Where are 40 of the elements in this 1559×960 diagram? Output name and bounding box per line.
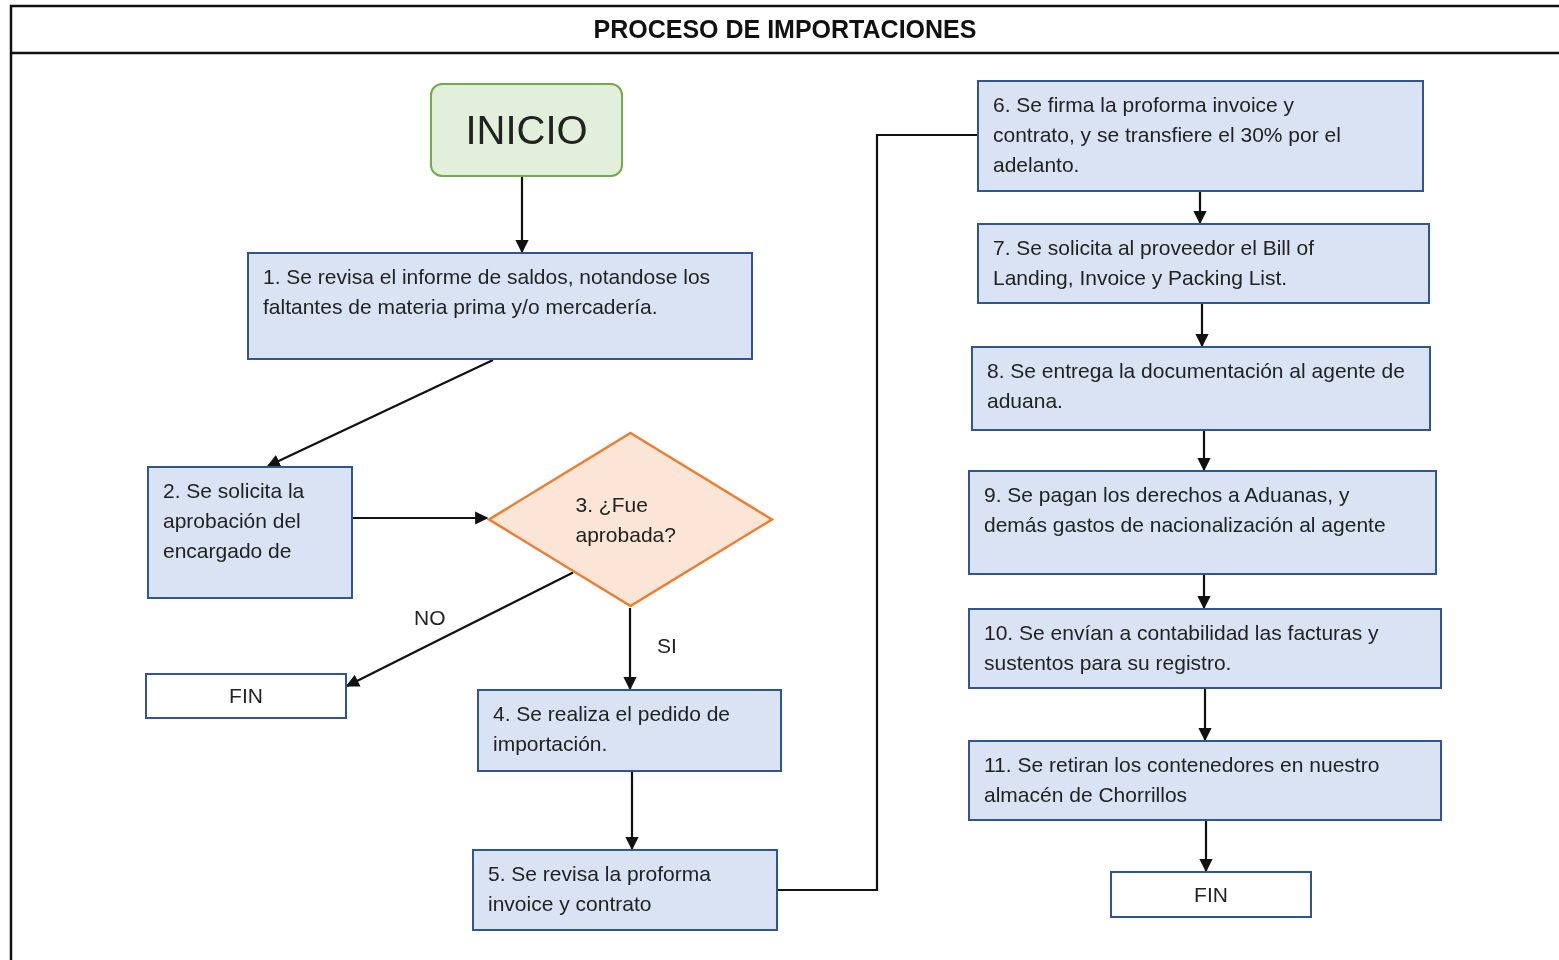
process-box: [147, 466, 353, 599]
step-text: 5. Se revisa la proforma invoice y contrato: [488, 862, 711, 915]
arrow: [266, 359, 494, 467]
step-text: 4. Se realiza el pedido de importación.: [493, 702, 730, 755]
arrow: [353, 511, 489, 525]
arrow: [515, 177, 529, 254]
step-text: 9. Se pagan los derechos a Aduanas, y demás gastos de nacionalización al agente: [984, 482, 1387, 538]
step-text: 7. Se solicita al proveedor el Bill of Landing, Invoice y Packing List.: [993, 235, 1315, 291]
arrow: [1197, 431, 1211, 472]
process-box: [968, 740, 1442, 821]
process-box: [477, 689, 782, 772]
step-text: 1. Se revisa el informe de saldos, notandose los faltantes de materia prima y/o mercadería.: [263, 264, 712, 320]
process-box: [971, 346, 1431, 431]
step-text: 3. ¿Fue aprobada?: [575, 491, 677, 548]
step-text: 8. Se entrega la documentación al agente de aduana.: [987, 358, 1406, 414]
step-text: 11. Se retiran los contenedores en nuestro almacén de Chorrillos: [984, 753, 1380, 806]
end-terminal: [1110, 871, 1312, 918]
step-text: 2. Se solicita la aprobación del encargado de: [163, 479, 305, 562]
arrow: [1195, 304, 1209, 348]
step-text: 10. Se envían a contabilidad las facturas y sustentos para su registro.: [984, 621, 1379, 674]
step-text: FIN: [1194, 882, 1228, 907]
arrow: [1198, 689, 1212, 742]
arrow: [625, 772, 639, 851]
connector-line: [778, 133, 977, 892]
process-box: [977, 223, 1430, 304]
arrow: [1197, 575, 1211, 610]
step-text: 6. Se firma la proforma invoice y contrato, y se transfiere el 30% por el adelanto.: [993, 92, 1342, 178]
start-terminal: [430, 83, 623, 177]
process-box: [472, 849, 778, 931]
process-box: [247, 252, 753, 360]
step-text: FIN: [229, 684, 263, 708]
diagram-title: PROCESO DE IMPORTACIONES: [593, 15, 977, 44]
arrow: [1199, 821, 1213, 873]
end-terminal: [145, 673, 347, 719]
arrow: [1193, 192, 1207, 225]
step-text: INICIO: [465, 107, 588, 153]
process-box: [968, 608, 1442, 689]
process-box: [977, 80, 1424, 192]
process-box: [968, 470, 1437, 575]
arrow: [623, 608, 637, 691]
